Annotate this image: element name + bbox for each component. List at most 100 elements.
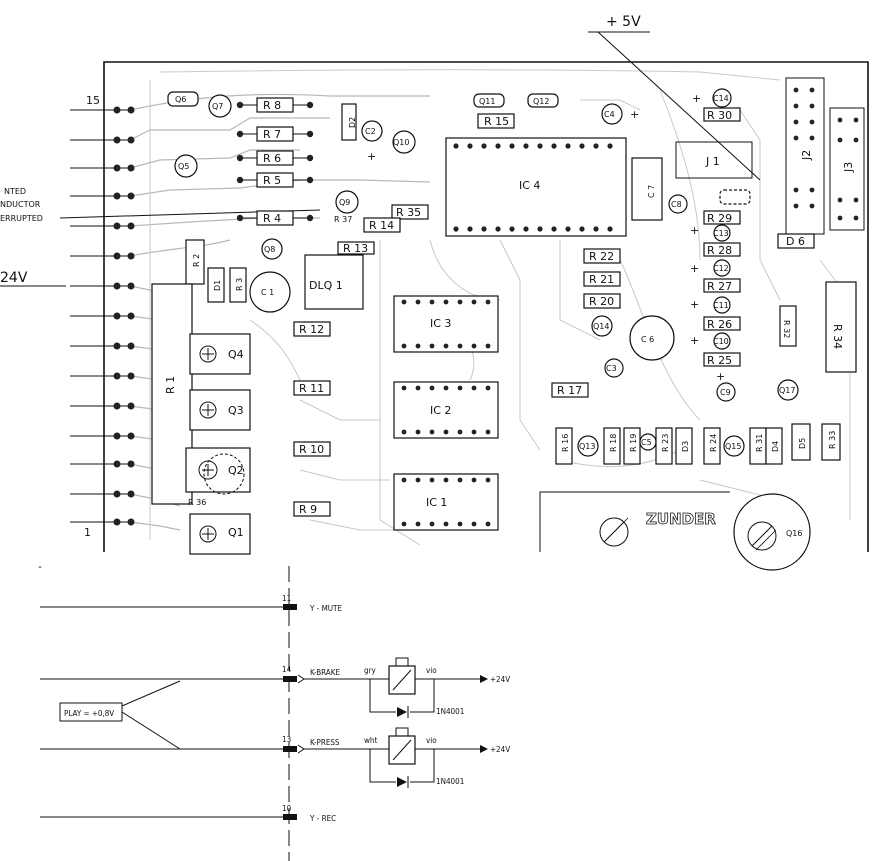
resistor-group-mid: R 37 R 35 R 14 R 13 DLQ 1 R 15 C4 + — [304, 103, 639, 310]
supply-label-press: +24V — [490, 745, 510, 754]
pin-label-y-mute: Y - MUTE — [309, 604, 342, 613]
label-r25: R 25 — [707, 354, 732, 367]
svg-text:+: + — [630, 108, 639, 121]
label-q1: Q1 — [228, 526, 244, 539]
label-r26: R 26 — [707, 318, 732, 331]
ic4-package — [445, 137, 627, 237]
label-c2: C2 — [365, 127, 376, 136]
bottom-right-parts: R 16 Q13 R 18 R 19 C5 R 23 D3 R 24 Q15 R… — [555, 423, 841, 465]
label-c7: C 7 — [647, 185, 656, 198]
label-r9: R 9 — [299, 503, 317, 516]
label-r19: R 19 — [629, 434, 638, 452]
label-r27: R 27 — [707, 280, 732, 293]
label-r2: R 2 — [192, 254, 201, 267]
label-r22: R 22 — [589, 250, 614, 263]
label-c3: C3 — [606, 364, 617, 373]
label-d5: D5 — [798, 438, 807, 449]
label-q15: Q15 — [725, 442, 741, 451]
play-voltage-note: PLAY = +0,8V — [64, 709, 114, 718]
label-r14: R 14 — [369, 219, 394, 232]
wire-color-press-in: wht — [364, 736, 377, 745]
wire-color-brake-in: gry — [364, 666, 377, 675]
label-q11: Q11 — [479, 97, 495, 106]
label-r31: R 31 — [755, 434, 764, 452]
side-label-3: ERRUPTED — [0, 214, 43, 223]
label-j2: J2 — [800, 150, 813, 161]
label-r18: R 18 — [609, 434, 618, 452]
label-r20: R 20 — [589, 295, 614, 308]
label-c6: C 6 — [641, 335, 654, 344]
label-r13: R 13 — [343, 242, 368, 255]
label-j1: J 1 — [705, 155, 720, 168]
pin-number-top: 15 — [86, 94, 100, 107]
label-r12: R 12 — [299, 323, 324, 336]
board-brand-label: ZUNDER — [646, 510, 716, 528]
label-q2: Q2 — [228, 464, 244, 477]
label-r16: R 16 — [561, 434, 570, 452]
pin-number-13: 13 — [282, 735, 291, 744]
schematic: 11 Y - MUTE 14 K-BRAKE +24V gry vio 1N40… — [40, 566, 510, 861]
power-transistors: Q4 Q3 Q2 Q1 R 36 — [185, 333, 251, 555]
side-label-2: NDUCTOR — [0, 200, 41, 209]
label-c13: C13 — [713, 229, 729, 238]
label-c11: C11 — [713, 301, 729, 310]
board-outline — [103, 61, 869, 552]
label-q6: Q6 — [175, 95, 186, 104]
ic3-package — [393, 295, 499, 353]
label-q8: Q8 — [264, 245, 275, 254]
label-r3: R 3 — [235, 278, 244, 291]
label-c9: C9 — [720, 388, 731, 397]
label-r6: R 6 — [263, 152, 281, 165]
label-r5: R 5 — [263, 174, 281, 187]
label-q13: Q13 — [579, 442, 595, 451]
label-r29: R 29 — [707, 212, 732, 225]
svg-text:+: + — [716, 370, 725, 383]
label-r35: R 35 — [396, 206, 421, 219]
label-q7: Q7 — [212, 102, 223, 111]
label-q16: Q16 — [786, 529, 802, 538]
dash-mark: - — [38, 560, 42, 573]
ic2-package — [393, 381, 499, 439]
label-dlq1: DLQ 1 — [309, 279, 343, 292]
wire-color-press-out: vio — [426, 736, 437, 745]
pin-label-k-brake: K-BRAKE — [310, 668, 340, 677]
svg-text:+: + — [690, 334, 699, 347]
resistor-column-right: C14 R 30 R 29 C13 R 28 C12 R 27 C11 R 26… — [690, 88, 741, 402]
label-c10: C10 — [713, 337, 729, 346]
label-q9: Q9 — [339, 198, 350, 207]
label-q12: Q12 — [533, 97, 549, 106]
label-r24: R 24 — [709, 434, 718, 452]
svg-text:+: + — [690, 224, 699, 237]
label-r28: R 28 — [707, 244, 732, 257]
wire-color-brake-out: vio — [426, 666, 437, 675]
label-c4: C4 — [604, 110, 615, 119]
diode-label-press: 1N4001 — [436, 777, 464, 786]
edge-connector: 15 1 — [70, 94, 135, 539]
pin-number-14: 14 — [282, 665, 292, 674]
pin-label-k-press: K-PRESS — [310, 738, 340, 747]
label-c12: C12 — [713, 264, 729, 273]
diode-label-brake: 1N4001 — [436, 707, 464, 716]
pin-number-11: 11 — [282, 594, 291, 603]
label-r32: R 32 — [782, 320, 791, 338]
label-d6: D 6 — [786, 235, 805, 248]
label-q10: Q10 — [393, 138, 409, 147]
label-q4: Q4 — [228, 348, 244, 361]
label-c1: C 1 — [261, 288, 274, 297]
supply-label-5v: + 5V — [606, 14, 641, 30]
label-d1: D1 — [213, 280, 222, 291]
ic1-package — [393, 473, 499, 531]
label-c14: C14 — [713, 94, 729, 103]
pin-number-bottom: 1 — [84, 526, 91, 539]
label-r1: R 1 — [164, 376, 177, 394]
label-c8: C8 — [671, 200, 682, 209]
label-q14: Q14 — [593, 322, 609, 331]
side-label-1: NTED — [4, 187, 26, 196]
label-r11: R 11 — [299, 382, 324, 395]
label-d3: D3 — [681, 441, 690, 452]
label-d2: D2 — [348, 117, 357, 128]
svg-text:+: + — [690, 298, 699, 311]
label-r4: R 4 — [263, 212, 281, 225]
label-q17: Q17 — [779, 386, 795, 395]
